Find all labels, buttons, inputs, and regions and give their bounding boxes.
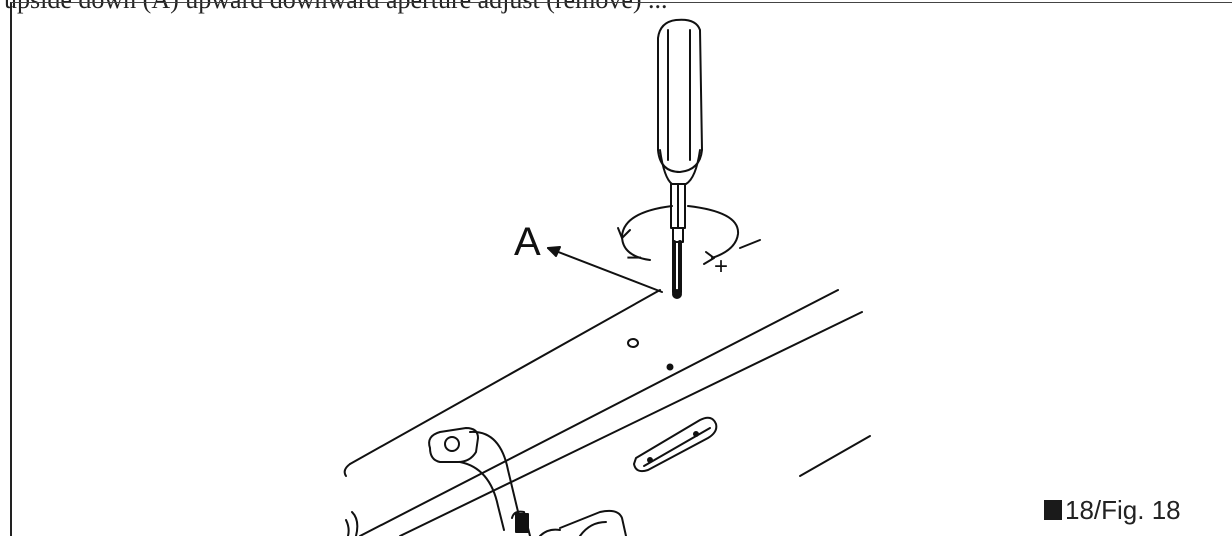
- callout-leader-line: [547, 247, 663, 293]
- rotation-minus-label: −: [626, 242, 643, 273]
- figure-caption: 18/Fig. 18: [1044, 496, 1181, 524]
- callout-label-a: A: [514, 220, 541, 264]
- arm-bracket: [633, 416, 718, 473]
- figure-frame: [10, 2, 1232, 536]
- rotation-plus-label: +: [714, 253, 729, 280]
- figure-caption-text: 18/Fig. 18: [1065, 495, 1181, 525]
- thread-guide-clamp: [428, 427, 521, 531]
- lower-mechanism: [345, 509, 627, 536]
- top-text-fragment: upside down (A) upward downward aperture…: [4, 0, 668, 15]
- oil-hole-2: [666, 363, 674, 371]
- screwdriver-shaft: [670, 183, 686, 299]
- machine-arm-outline: [343, 239, 871, 536]
- oil-hole-1: [627, 338, 639, 348]
- rotation-arrow: [617, 205, 740, 265]
- caption-square-icon: [1044, 500, 1062, 520]
- screwdriver-handle: [657, 18, 703, 185]
